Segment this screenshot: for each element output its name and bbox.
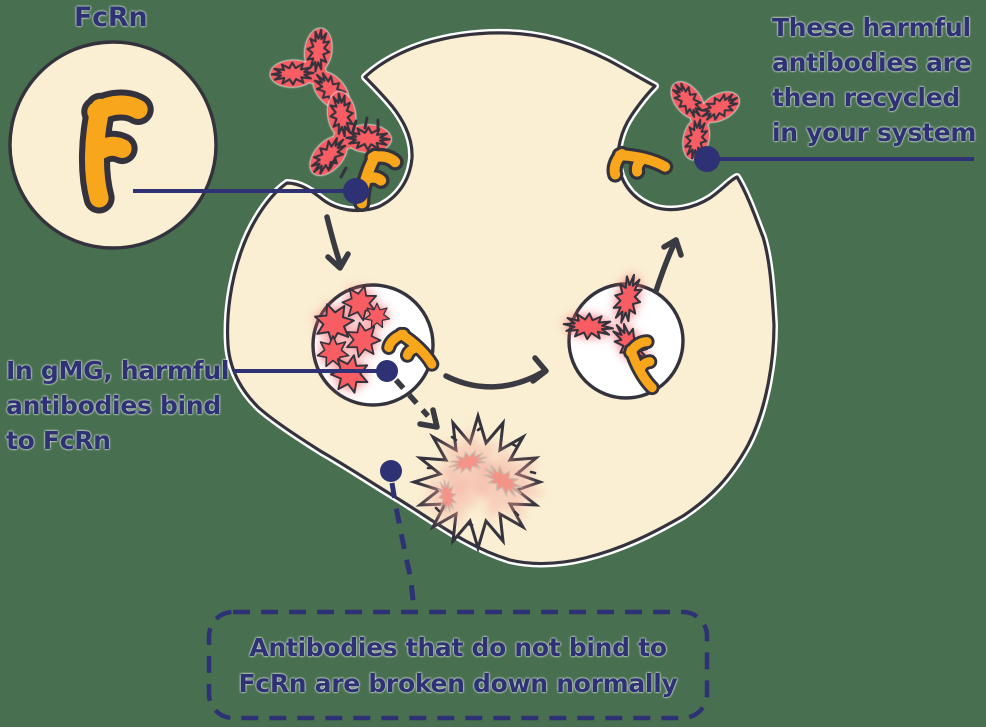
recycled-line: antibodies are (772, 48, 972, 77)
fcrn-legend (8, 40, 218, 250)
antibody-icon (257, 15, 378, 136)
breakdown-line: Antibodies that do not bind to (249, 633, 667, 662)
degraded-antibody-fragments (418, 426, 546, 527)
recycled-line: in your system (772, 118, 977, 147)
left-pocket-binding (257, 15, 404, 209)
recycled-callout-text: These harmful antibodies are then recycl… (772, 10, 976, 150)
recycled-line: These harmful (772, 13, 971, 42)
lysosome-burst-icon (408, 410, 546, 554)
vesicle-recycling (561, 270, 685, 400)
recycled-line: then recycled (772, 83, 960, 112)
cell-membrane (223, 28, 778, 568)
gmg-line: antibodies bind (6, 391, 221, 420)
callouts (133, 146, 974, 612)
gmg-callout-text: In gMG, harmful antibodies bind to FcRn (6, 353, 229, 458)
breakdown-caption-text: Antibodies that do not bind to FcRn are … (209, 630, 707, 702)
gmg-line: to FcRn (6, 426, 111, 455)
process-arrows (324, 214, 684, 430)
caption-box (206, 609, 710, 721)
vesicle-bound (307, 280, 434, 407)
breakdown-line: FcRn are broken down normally (238, 669, 678, 698)
binding-motion-marks (328, 116, 380, 179)
fcrn-legend-label: FcRn (74, 2, 148, 33)
gmg-line: In gMG, harmful (6, 356, 230, 385)
